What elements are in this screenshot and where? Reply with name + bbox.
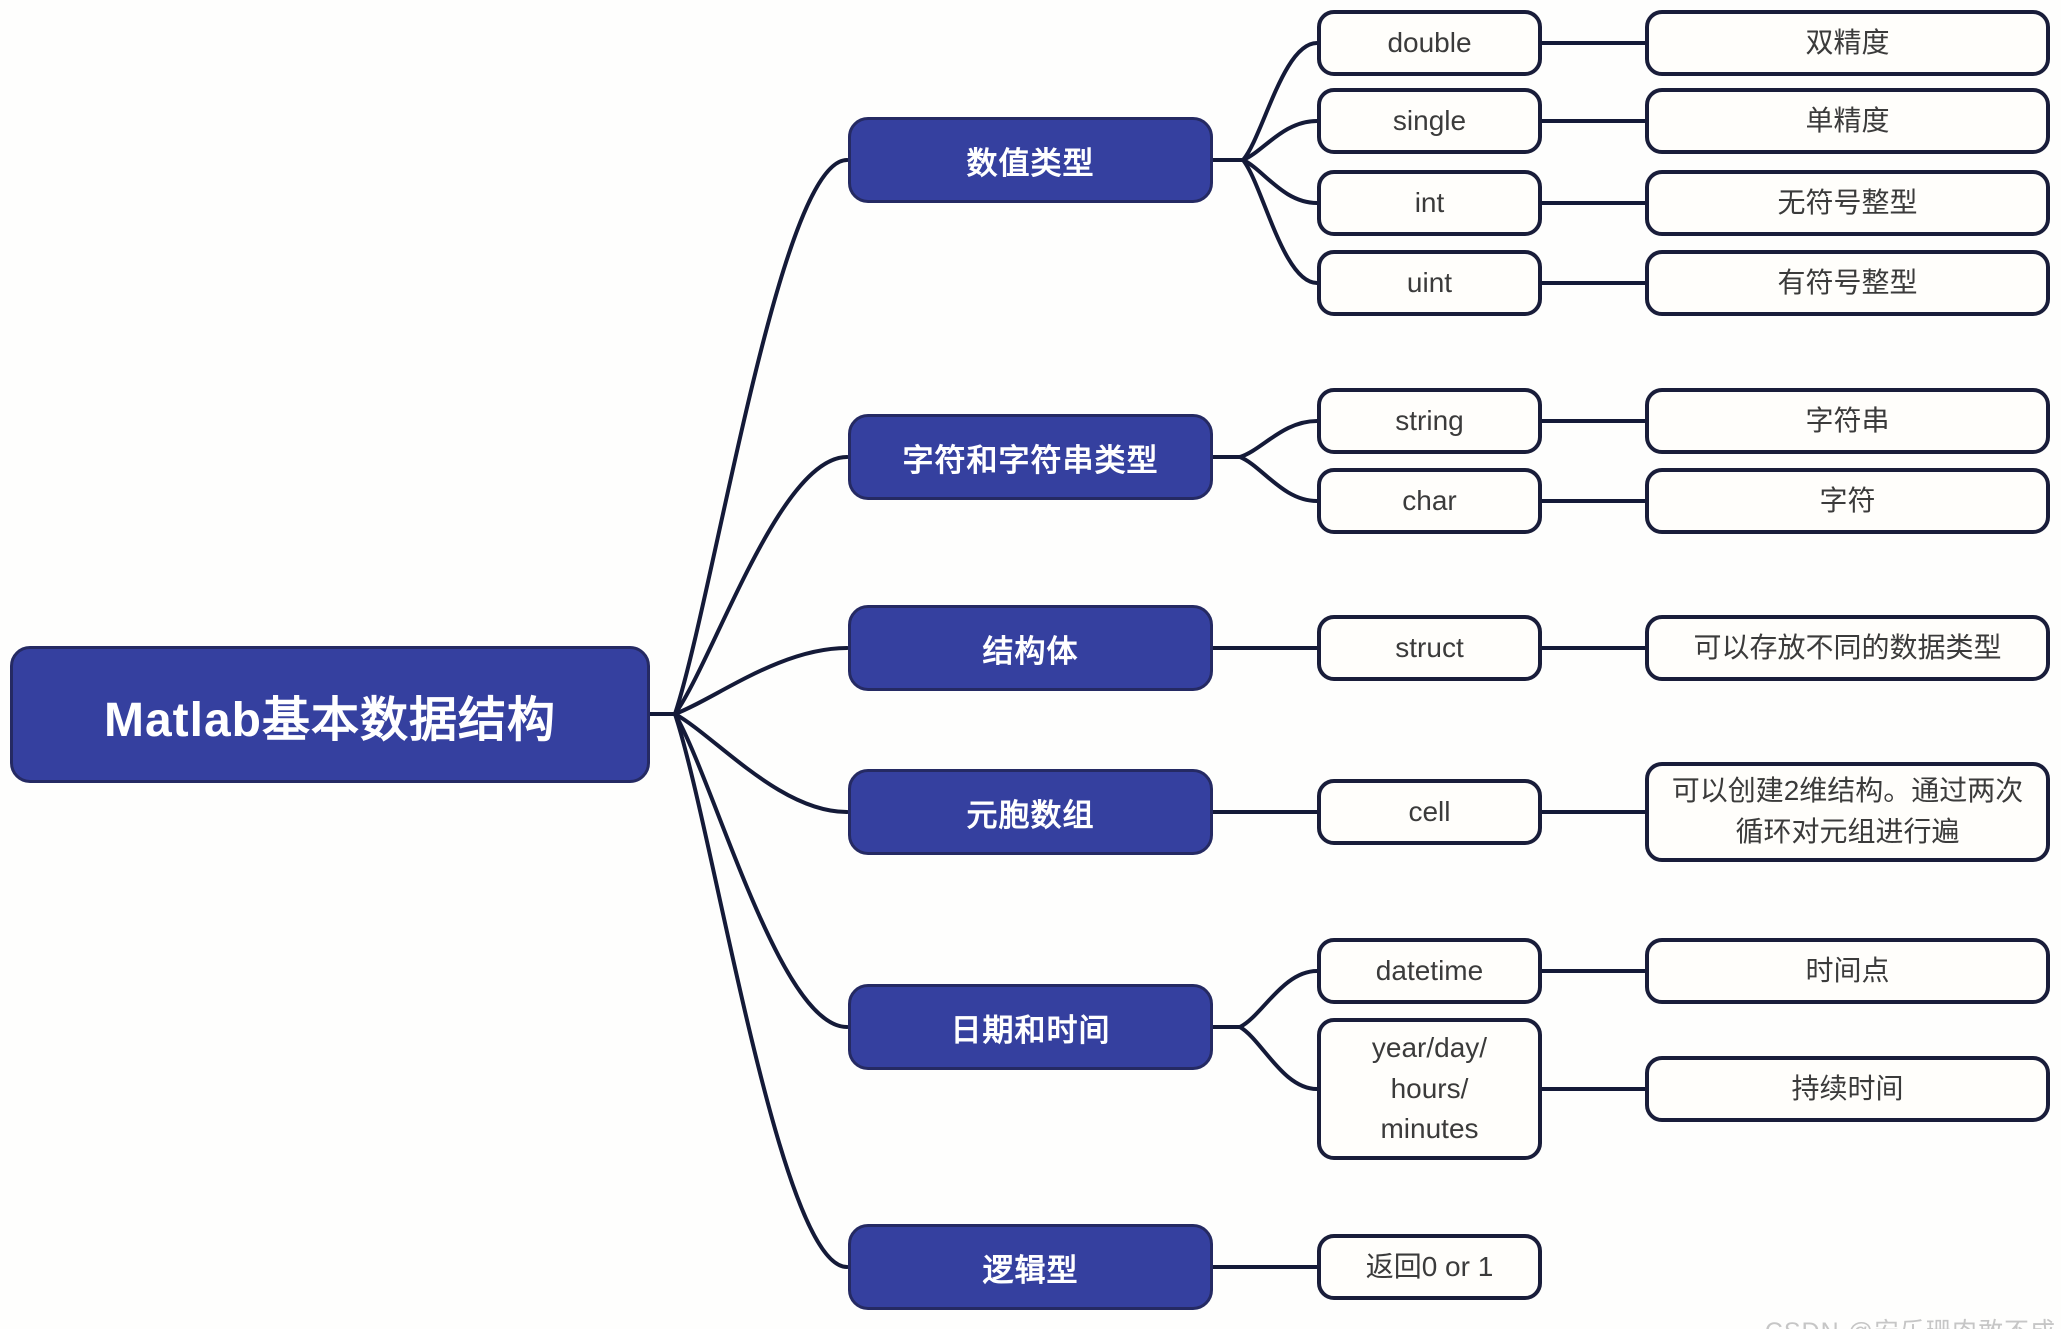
connector-root-struct — [673, 646, 849, 716]
connector-root-string — [673, 455, 849, 716]
desc-label: 无符号整型 — [1777, 186, 1918, 218]
desc-node-cell[interactable]: 可以创建2维结构。通过两次循环对元组进行遍 — [1645, 762, 2050, 862]
type-node-double[interactable]: double — [1317, 10, 1542, 76]
branch-label: 日期和时间 — [950, 1012, 1111, 1048]
type-node-duration[interactable]: year/day/ hours/ minutes — [1317, 1018, 1542, 1160]
desc-label: 时间点 — [1805, 954, 1890, 986]
desc-node-datetime[interactable]: 时间点 — [1645, 938, 2050, 1004]
branch-label: 数值类型 — [966, 145, 1095, 181]
branch-node-cell-array[interactable]: 元胞数组 — [848, 769, 1213, 855]
watermark: CSDN @安乐珊肉敢不成 — [1765, 1312, 2056, 1329]
branch-label: 字符和字符串类型 — [902, 442, 1159, 478]
branch-label: 结构体 — [982, 633, 1079, 669]
desc-label: 可以创建2维结构。通过两次循环对元组进行遍 — [1671, 775, 2024, 847]
connector-numeric-uint — [1241, 158, 1319, 285]
type-node-struct[interactable]: struct — [1317, 615, 1542, 681]
connector-numeric-double — [1241, 41, 1319, 162]
type-label: datetime — [1375, 954, 1484, 986]
type-label: year/day/ hours/ minutes — [1371, 1032, 1488, 1145]
type-label: 返回0 or 1 — [1365, 1250, 1494, 1282]
branch-node-date-time[interactable]: 日期和时间 — [848, 984, 1213, 1070]
type-node-string[interactable]: string — [1317, 388, 1542, 454]
desc-node-string[interactable]: 字符串 — [1645, 388, 2050, 454]
desc-node-struct[interactable]: 可以存放不同的数据类型 — [1645, 615, 2050, 681]
branch-node-struct[interactable]: 结构体 — [848, 605, 1213, 691]
connector-root-cell — [673, 712, 849, 814]
desc-node-single[interactable]: 单精度 — [1645, 88, 2050, 154]
desc-node-duration[interactable]: 持续时间 — [1645, 1056, 2050, 1122]
desc-label: 双精度 — [1805, 26, 1890, 58]
type-label: double — [1387, 26, 1472, 58]
connector-datetime-datetime — [1238, 969, 1319, 1029]
desc-label: 可以存放不同的数据类型 — [1693, 631, 2002, 663]
root-node[interactable]: Matlab基本数据结构 — [10, 646, 650, 783]
type-node-int[interactable]: int — [1317, 170, 1542, 236]
type-label: uint — [1406, 266, 1453, 298]
type-label: struct — [1395, 631, 1464, 663]
desc-label: 单精度 — [1805, 104, 1890, 136]
type-label: char — [1402, 484, 1457, 516]
branch-node-logical[interactable]: 逻辑型 — [848, 1224, 1213, 1310]
type-label: single — [1392, 104, 1467, 136]
desc-node-uint[interactable]: 有符号整型 — [1645, 250, 2050, 316]
type-node-single[interactable]: single — [1317, 88, 1542, 154]
type-node-logical-return[interactable]: 返回0 or 1 — [1317, 1234, 1542, 1300]
branch-node-char-string-types[interactable]: 字符和字符串类型 — [848, 414, 1213, 500]
desc-node-int[interactable]: 无符号整型 — [1645, 170, 2050, 236]
desc-label: 有符号整型 — [1777, 266, 1918, 298]
connector-numeric-int — [1241, 158, 1319, 205]
type-node-uint[interactable]: uint — [1317, 250, 1542, 316]
connector-datetime-duration — [1238, 1025, 1319, 1091]
desc-label: 字符 — [1819, 484, 1876, 516]
desc-label: 持续时间 — [1791, 1072, 1904, 1104]
type-node-char[interactable]: char — [1317, 468, 1542, 534]
connector-string-string — [1238, 419, 1319, 459]
type-label: int — [1414, 186, 1445, 218]
desc-label: 字符串 — [1805, 404, 1890, 436]
branch-label: 元胞数组 — [966, 797, 1095, 833]
connector-root-datetime — [673, 712, 849, 1029]
branch-node-numeric-types[interactable]: 数值类型 — [848, 117, 1213, 203]
connector-root-logical — [673, 712, 849, 1269]
type-node-datetime[interactable]: datetime — [1317, 938, 1542, 1004]
desc-node-double[interactable]: 双精度 — [1645, 10, 2050, 76]
connector-root-numeric — [673, 158, 849, 716]
type-label: string — [1395, 404, 1464, 436]
root-node-label: Matlab基本数据结构 — [103, 693, 557, 747]
type-node-cell[interactable]: cell — [1317, 779, 1542, 845]
type-label: cell — [1408, 795, 1451, 827]
connector-string-char — [1238, 455, 1319, 503]
desc-node-char[interactable]: 字符 — [1645, 468, 2050, 534]
branch-label: 逻辑型 — [982, 1252, 1079, 1288]
connector-numeric-single — [1241, 119, 1319, 162]
